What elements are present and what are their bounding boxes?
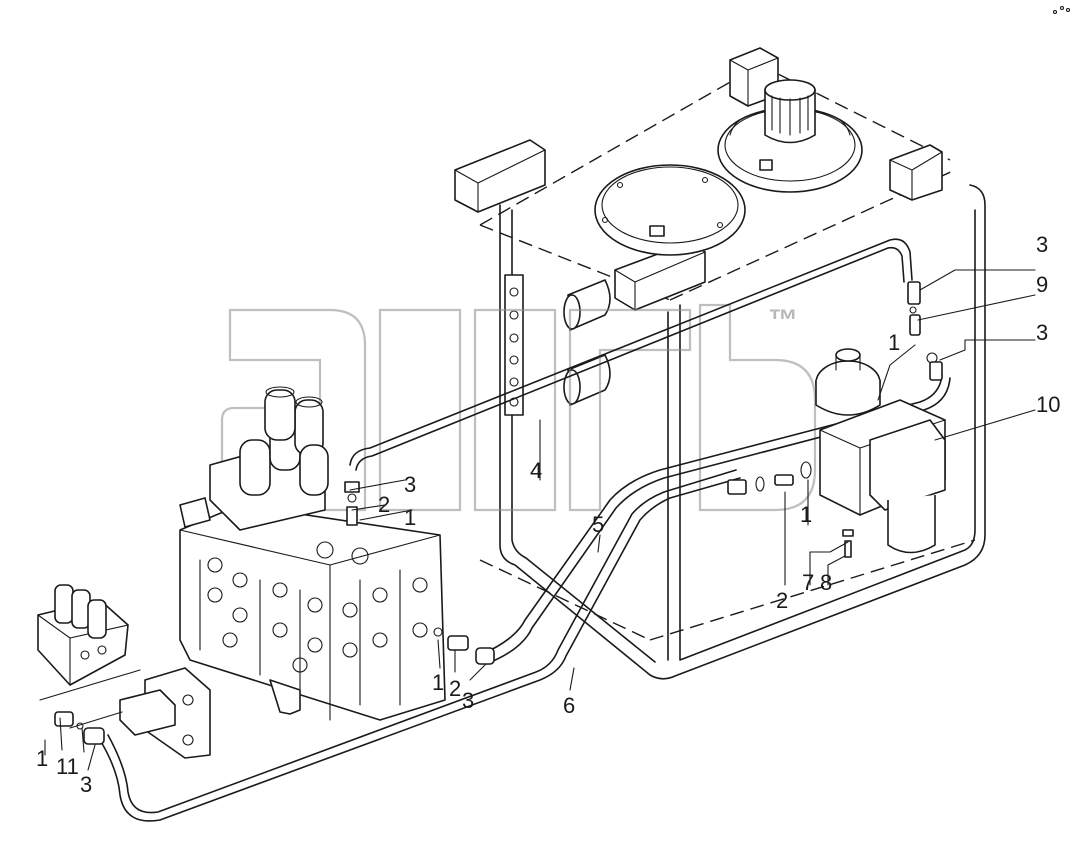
return-filter <box>815 348 946 554</box>
callout-label: 7 <box>802 570 814 595</box>
fitting-group-valve <box>344 481 495 665</box>
fitting-group-right <box>727 281 943 558</box>
callout-label: 5 <box>592 512 604 537</box>
pipe-suction <box>349 238 913 471</box>
callout-labels: 3 9 3 1 10 4 5 1 2 7 8 3 2 1 1 2 3 6 1 1… <box>36 232 1060 797</box>
callout-label: 4 <box>530 458 542 483</box>
leader-lines <box>44 269 1036 771</box>
callout-label: 2 <box>776 588 788 613</box>
solenoid-coils <box>239 386 329 496</box>
callout-label: 1 <box>404 505 416 530</box>
callout-label: 3 <box>462 688 474 713</box>
callout-label: 1 <box>432 670 444 695</box>
watermark-trademark: ™ <box>768 304 798 337</box>
watermark-logo: ™ <box>220 303 817 512</box>
tank-port-upper <box>563 279 611 331</box>
callout-label: 3 <box>1036 232 1048 257</box>
hydraulic-tank <box>454 47 986 680</box>
fitting-group-left <box>54 711 105 745</box>
callout-label: 1 <box>800 502 812 527</box>
callout-label: 1 <box>888 330 900 355</box>
callout-label: 3 <box>80 772 92 797</box>
callout-label: 3 <box>404 472 416 497</box>
pipe-return-6 <box>99 469 741 822</box>
callout-label: 10 <box>1036 392 1060 417</box>
pipe-return-5 <box>479 374 951 665</box>
callout-label: 3 <box>1036 320 1048 345</box>
callout-label: 6 <box>563 693 575 718</box>
callout-label: 2 <box>378 492 390 517</box>
pilot-manifold <box>37 584 129 686</box>
callout-label: 2 <box>449 676 461 701</box>
mounting-plate <box>39 667 211 759</box>
corner-mark <box>1052 5 1071 15</box>
callout-label: 11 <box>56 754 79 779</box>
callout-label: 8 <box>820 570 832 595</box>
callout-label: 9 <box>1036 272 1048 297</box>
callout-label: 1 <box>36 746 48 771</box>
control-valve-block <box>179 386 446 721</box>
